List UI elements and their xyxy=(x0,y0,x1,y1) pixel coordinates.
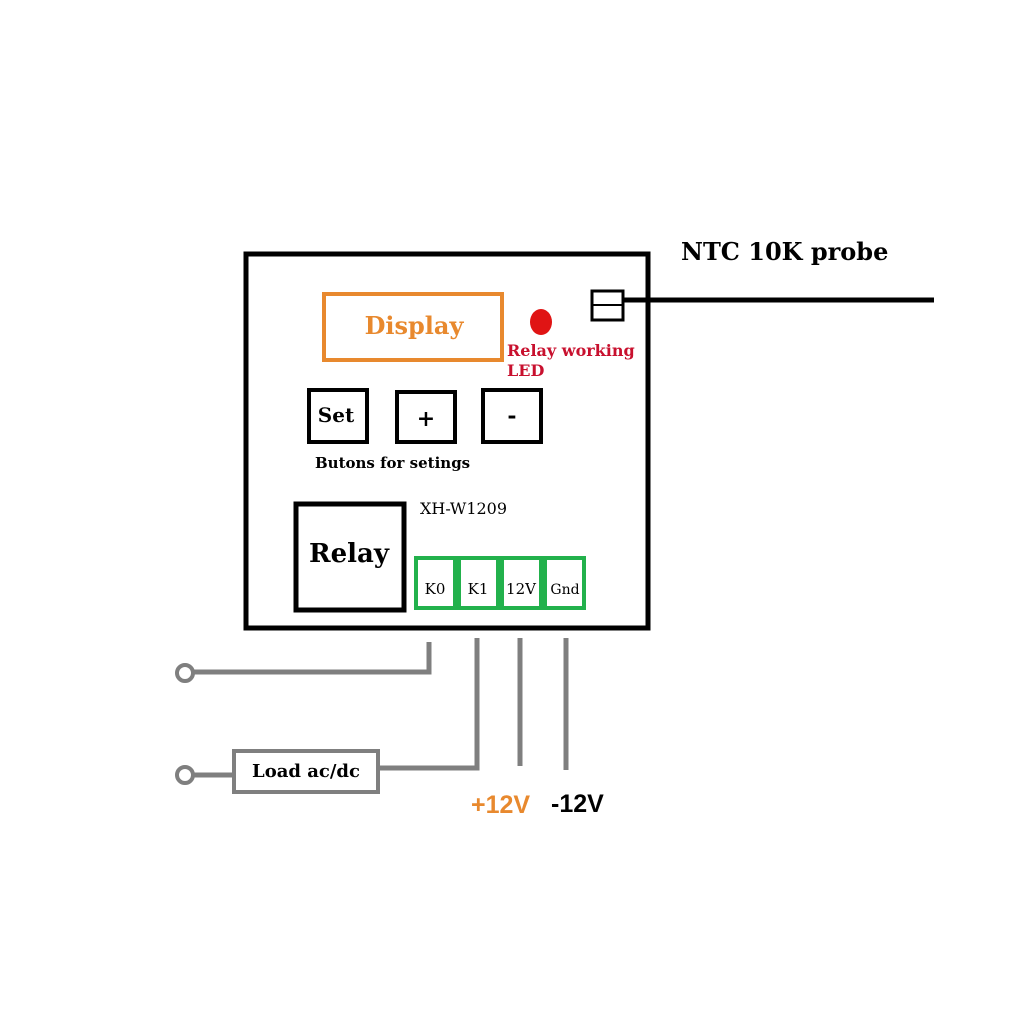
set-button: Set xyxy=(307,388,369,444)
terminal-point-top xyxy=(175,663,195,683)
wire-k1 xyxy=(378,638,480,771)
wires xyxy=(193,638,569,778)
terminal-gnd xyxy=(543,556,586,610)
set-button-label: Set xyxy=(318,403,355,427)
terminal-gnd-label: Gnd xyxy=(550,582,579,598)
terminal-k0 xyxy=(414,556,457,610)
buttons-caption: Butons for setings xyxy=(315,454,470,472)
terminal-k1-label: K1 xyxy=(468,580,489,598)
minus-button-label: - xyxy=(507,403,516,429)
terminal-12v xyxy=(500,556,543,610)
relay-label: Relay xyxy=(309,539,390,569)
terminal-12v-label: 12V xyxy=(506,580,537,598)
relay-box xyxy=(293,501,407,613)
led-label-line2: LED xyxy=(507,361,544,380)
display-box xyxy=(322,292,504,362)
plus-button-label: + xyxy=(417,406,435,432)
power-negative-label: -12V xyxy=(551,790,604,818)
plus-button: + xyxy=(395,390,457,444)
wire-k0 xyxy=(193,642,432,675)
terminal-k0-label: K0 xyxy=(425,580,446,598)
controller-board xyxy=(243,251,651,631)
probe-label: NTC 10K probe xyxy=(681,237,888,266)
load-label: Load ac/dc xyxy=(252,761,360,782)
terminal-block: K0 K1 12V Gnd xyxy=(414,556,586,610)
terminal-point-bottom xyxy=(175,765,195,785)
led-label-line1: Relay working xyxy=(507,341,635,360)
minus-button: - xyxy=(481,388,543,444)
relay-led xyxy=(530,309,552,335)
power-positive-label: +12V xyxy=(471,791,530,819)
display-label: Display xyxy=(365,311,465,340)
load-box xyxy=(232,749,380,794)
terminal-k1 xyxy=(457,556,500,610)
model-label: XH-W1209 xyxy=(420,499,507,518)
